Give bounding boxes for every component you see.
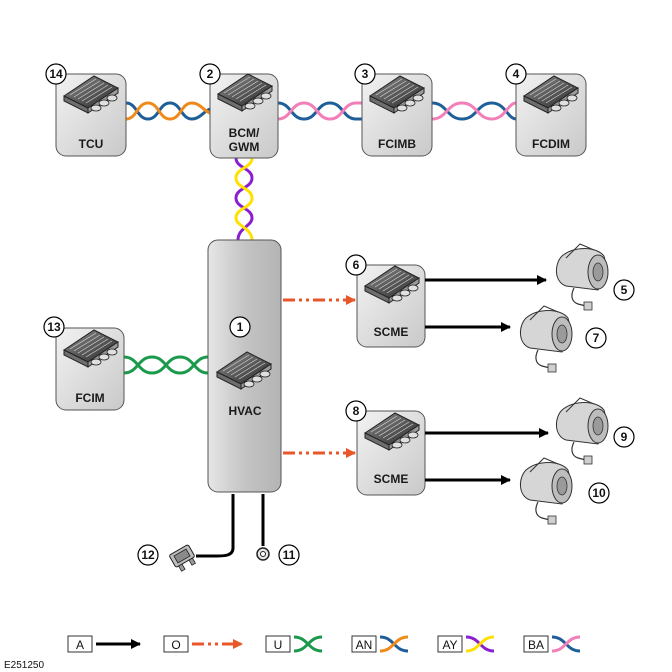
callout-6 bbox=[345, 254, 367, 276]
legend-ay-key: AY bbox=[442, 638, 457, 652]
legend-an-key: AN bbox=[356, 638, 373, 652]
callout-2-number: 2 bbox=[207, 67, 214, 81]
callout-3 bbox=[354, 63, 376, 85]
blower-motor-9: 9 bbox=[555, 397, 635, 465]
callout-14-number: 14 bbox=[49, 67, 63, 81]
ground-point-11: 11 bbox=[256, 494, 300, 566]
callout-7-number: 7 bbox=[593, 331, 600, 345]
fcdim-module: FCDIM 4 bbox=[505, 63, 587, 157]
can-ba-link-fcimb-fcdim bbox=[431, 101, 517, 121]
callout-6-number: 6 bbox=[353, 258, 360, 272]
callout-4-number: 4 bbox=[513, 67, 520, 81]
blower-motor-5: 5 bbox=[555, 243, 635, 311]
blower-motor-10: 10 bbox=[519, 457, 610, 525]
callout-14 bbox=[45, 63, 67, 85]
callout-3-number: 3 bbox=[362, 67, 369, 81]
lin-ay-link-bcm-hvac bbox=[234, 157, 254, 241]
scme-upper-label: SCME bbox=[374, 325, 409, 339]
tcu-module: TCU 14 bbox=[45, 63, 127, 157]
legend-a-key: A bbox=[76, 638, 84, 652]
bcm-label-line1: BCM/ bbox=[229, 126, 260, 140]
scme-lower-module: SCME 8 bbox=[345, 400, 426, 496]
bcm-label-line2: GWM bbox=[229, 140, 260, 154]
callout-12-number: 12 bbox=[141, 548, 155, 562]
bcm-gwm-module: BCM/ GWM 2 bbox=[199, 63, 279, 159]
legend-item-ay: AY bbox=[437, 635, 495, 653]
hvac-module: HVAC 1 bbox=[207, 239, 282, 493]
callout-5-number: 5 bbox=[621, 283, 628, 297]
scme-lower-label: SCME bbox=[374, 472, 409, 486]
fcimb-module: FCIMB 3 bbox=[354, 63, 433, 157]
legend-item-ba: BA bbox=[523, 635, 581, 653]
callout-13 bbox=[43, 316, 65, 338]
callout-11-number: 11 bbox=[283, 548, 296, 562]
callout-9-number: 9 bbox=[621, 430, 628, 444]
scme-upper-module: SCME 6 bbox=[345, 254, 426, 348]
fcim-label: FCIM bbox=[75, 391, 104, 405]
legend-item-a: A bbox=[67, 635, 141, 653]
figure-reference: E251250 bbox=[4, 660, 44, 671]
can-an-link-tcu-bcm bbox=[125, 101, 211, 121]
legend-o-key: O bbox=[171, 638, 180, 652]
callout-8 bbox=[345, 400, 367, 422]
can-ba-link-bcm-fcimb bbox=[277, 101, 362, 121]
tcu-label: TCU bbox=[79, 137, 104, 151]
legend-item-o: O bbox=[163, 635, 243, 653]
callout-10-number: 10 bbox=[592, 486, 606, 500]
callout-4 bbox=[505, 63, 527, 85]
callout-1 bbox=[229, 316, 251, 338]
callout-8-number: 8 bbox=[353, 404, 360, 418]
legend-u-key: U bbox=[274, 638, 283, 652]
fcdim-label: FCDIM bbox=[532, 137, 570, 151]
callout-2 bbox=[199, 63, 221, 85]
hvac-label: HVAC bbox=[228, 404, 261, 418]
blower-motor-7: 7 bbox=[519, 305, 607, 373]
callout-13-number: 13 bbox=[47, 320, 61, 334]
legend: A O U AN AY BA bbox=[67, 635, 581, 653]
fcimb-label: FCIMB bbox=[378, 137, 416, 151]
callout-1-number: 1 bbox=[237, 320, 244, 334]
fcim-module: FCIM 13 bbox=[43, 316, 125, 411]
legend-ba-key: BA bbox=[528, 638, 544, 652]
lin-u-link-fcim-hvac bbox=[123, 355, 209, 375]
fuse-supply-12: 12 bbox=[137, 494, 235, 572]
legend-item-an: AN bbox=[351, 635, 409, 653]
fuse-icon bbox=[169, 544, 196, 572]
legend-item-u: U bbox=[265, 635, 323, 653]
